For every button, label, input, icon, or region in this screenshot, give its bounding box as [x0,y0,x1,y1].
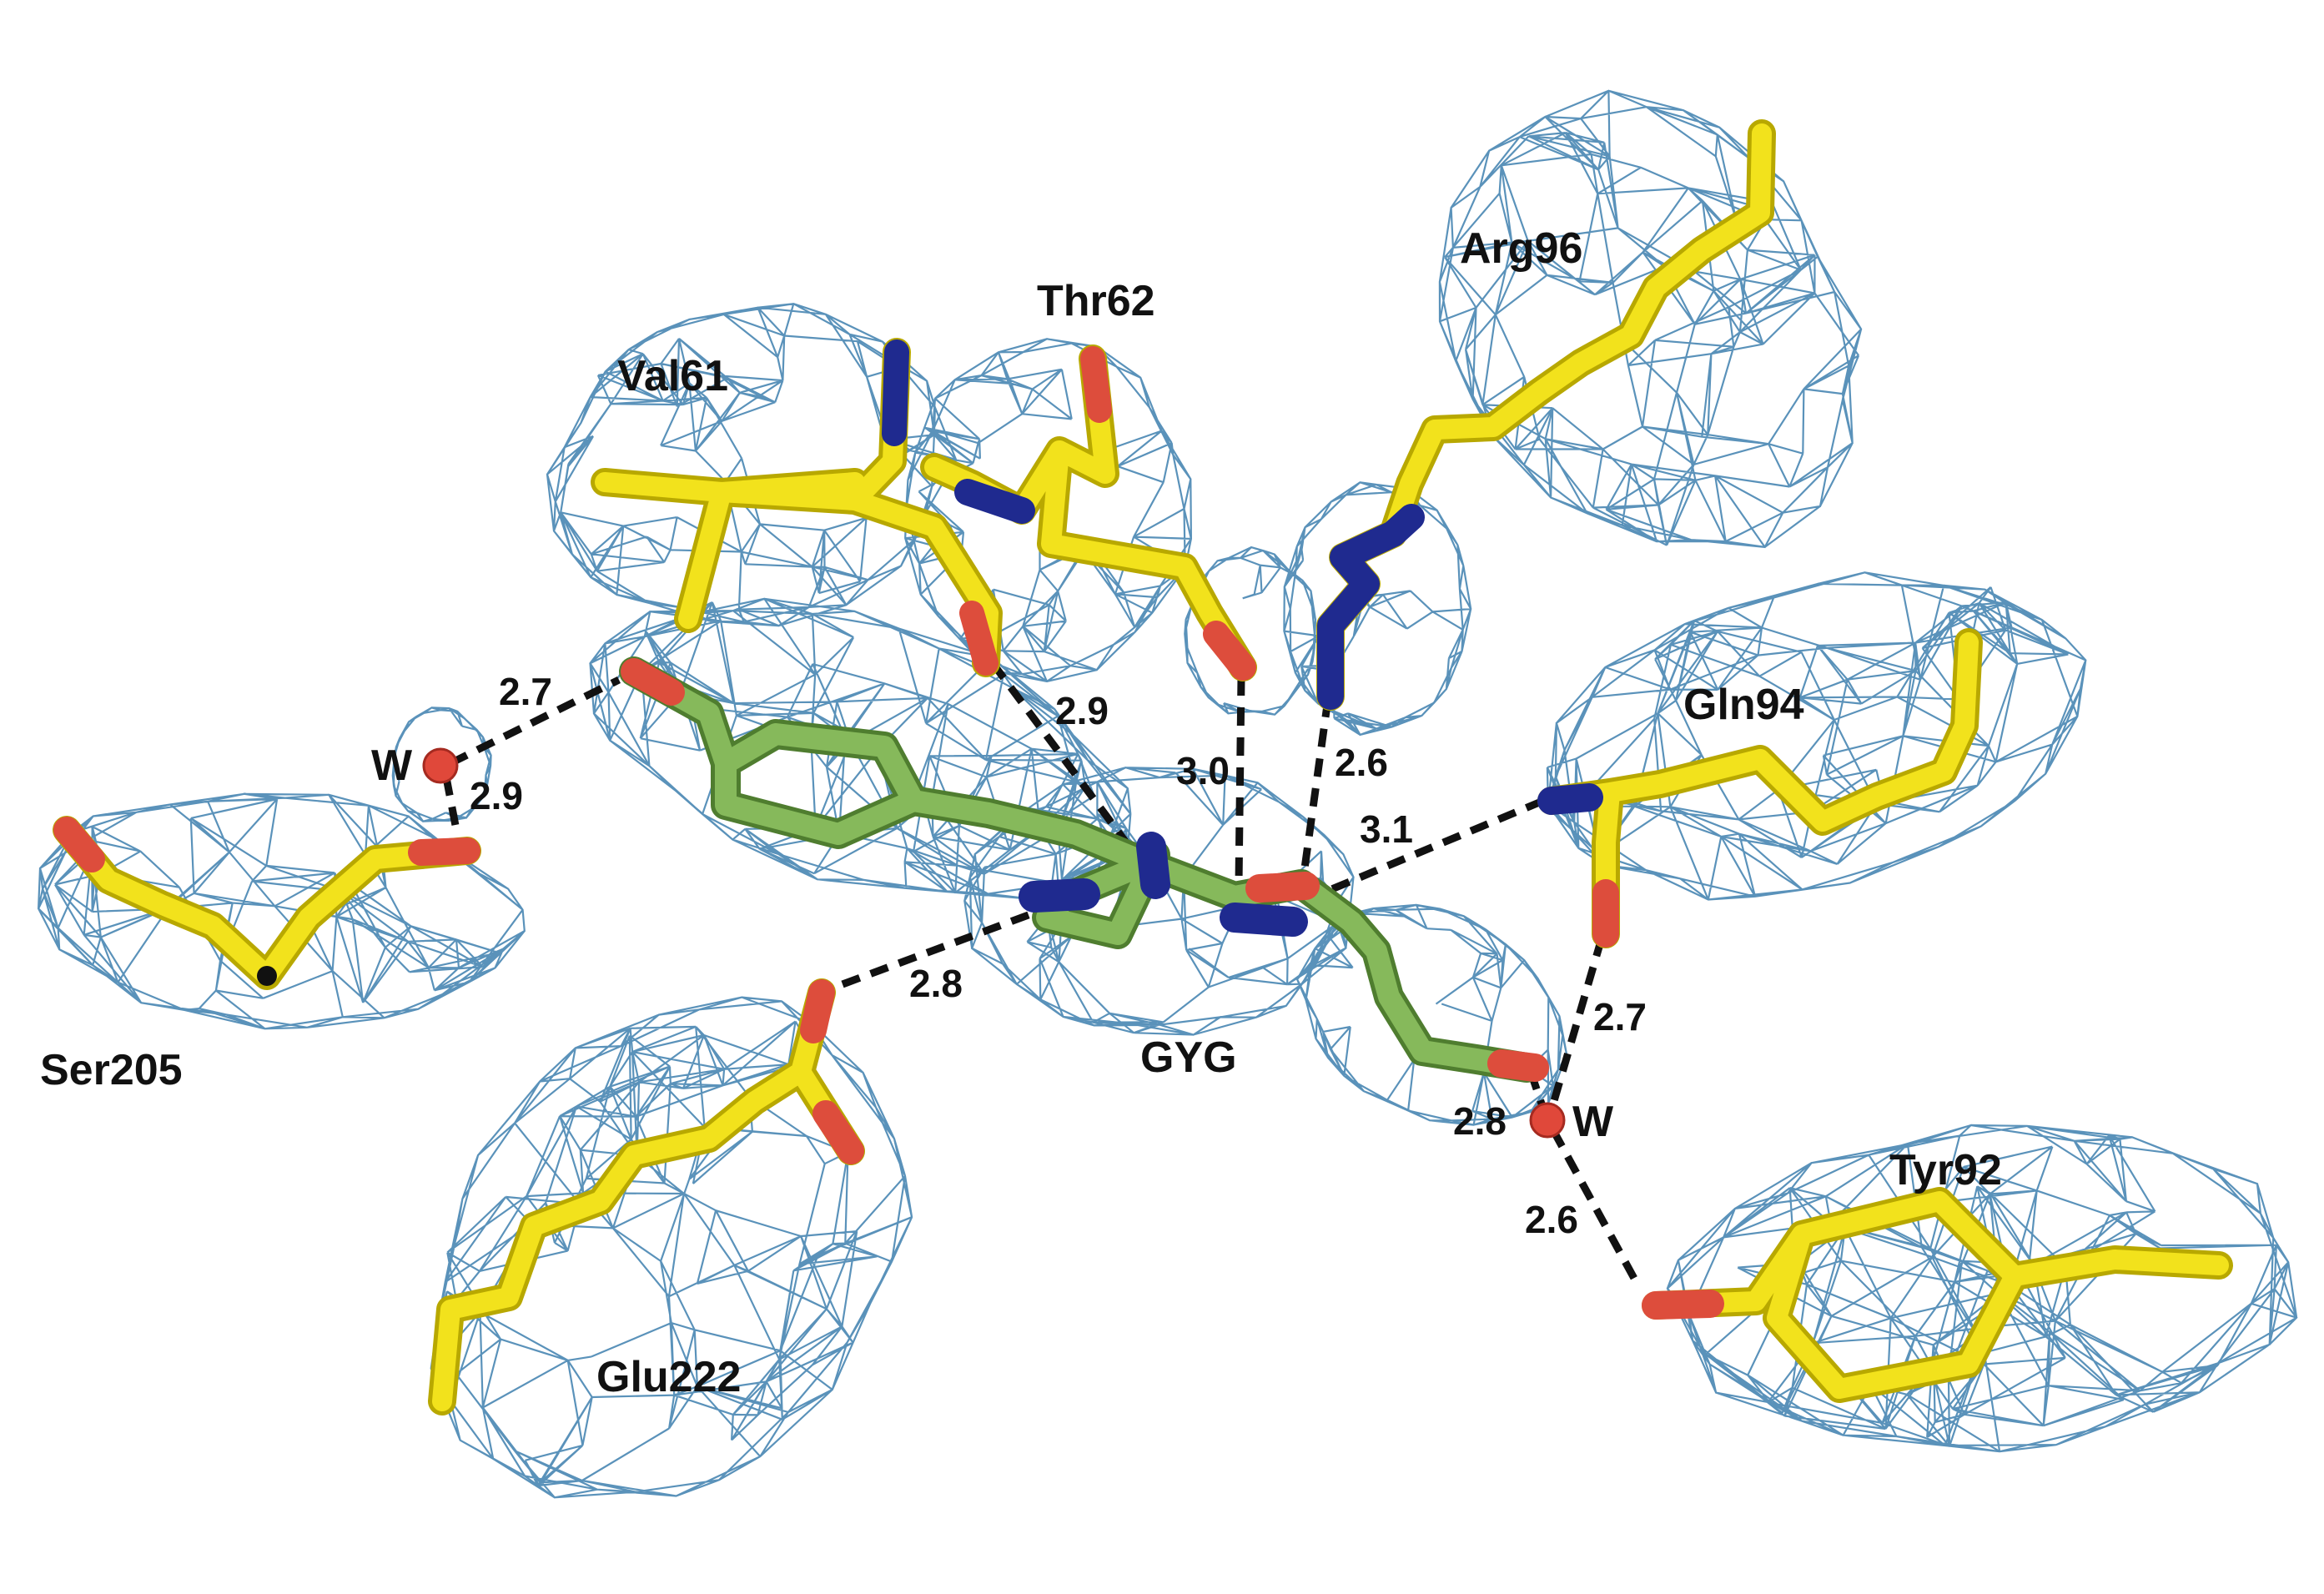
distance-w-ser205: 2.9 [470,774,523,817]
hbond-water-chromophore-oh [449,676,621,767]
distance-gln94-o-w: 2.7 [1593,995,1647,1038]
residue-ser205-sticks [53,816,481,990]
water-sphere-left [422,747,459,784]
mesh-lines [37,89,2298,1499]
label-gyg: GYG [1140,1033,1237,1082]
label-ser205: Ser205 [40,1046,183,1094]
residue-thr62-sticks [920,344,1257,681]
residue-tyr92-sticks [1642,1187,2233,1403]
protein-residues [53,119,2233,1415]
hbond-glu222-o [841,901,1057,988]
water-molecules [422,747,1566,1139]
distance-w-chromophore-oh: 2.7 [499,670,552,713]
hbond-gln94-n [1312,797,1545,901]
residue-labels: Val61 Thr62 Arg96 Gln94 Ser205 Glu222 Ty… [40,224,2002,1401]
distance-arg96-n: 2.6 [1335,741,1388,784]
residue-gln94-sticks [1537,628,1983,948]
residue-glu222-sticks [428,978,865,1415]
label-val61: Val61 [617,352,728,400]
hbond-water-ser205 [442,777,461,835]
distance-val61-o: 2.9 [1055,689,1109,732]
label-glu222: Glu222 [596,1353,741,1401]
label-thr62: Thr62 [1037,277,1155,325]
distance-glu222-o: 2.8 [909,962,963,1005]
distance-thr62-o: 3.0 [1176,749,1230,792]
label-gln94: Gln94 [1683,681,1804,729]
distance-gyg-o-w: 2.8 [1453,1099,1507,1143]
chromophore-gyg-sticks [619,656,1549,1083]
label-tyr92: Tyr92 [1889,1146,2002,1194]
hbond-val61-o [989,661,1129,845]
electron-density-mesh [37,89,2298,1499]
label-water-right: W [1572,1098,1614,1146]
water-sphere-right [1529,1102,1566,1139]
distance-w-tyr92: 2.6 [1525,1198,1578,1241]
label-water-left: W [371,742,413,790]
hbond-arg96-n [1297,698,1332,893]
distance-gln94-n: 3.1 [1360,807,1413,851]
water-labels: W W [371,742,1614,1146]
residue-val61-sticks [591,338,1003,677]
hbond-thr62-o [1235,676,1245,885]
distance-labels: 2.7 2.9 2.9 3.0 2.6 3.1 2.8 2.7 2.8 2.6 [470,670,1647,1241]
residue-arg96-sticks [1316,119,1776,711]
label-arg96: Arg96 [1460,224,1582,273]
